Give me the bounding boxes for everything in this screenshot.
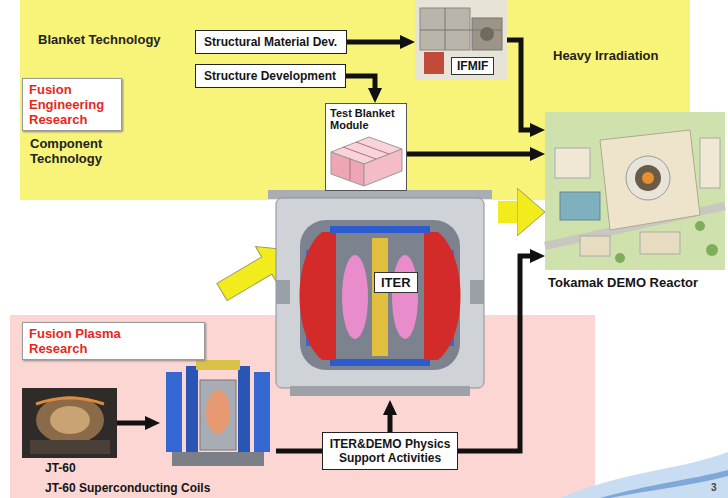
arrow-connector (407, 152, 531, 157)
slide-swoosh (560, 452, 728, 498)
category-box: Fusion Engineering Research (22, 78, 122, 131)
arrow-connector (498, 201, 518, 223)
arrow-connector (507, 40, 531, 130)
blanket-module-picture (325, 103, 407, 191)
process-box: ITER&DEMO Physics Support Activities (322, 432, 458, 470)
device-image: JT-60 Superconducting Coils (160, 356, 276, 472)
color-bands (10, 0, 690, 498)
band-heading: Blanket Technology (38, 32, 161, 47)
image-label: ITER (374, 272, 418, 293)
demo-plant-picture (545, 112, 725, 270)
connectors (117, 40, 531, 451)
process-box: Structural Material Dev. (195, 30, 347, 54)
facility-image: IFMIF (415, 0, 507, 80)
box-label: Structure Development (204, 69, 336, 83)
arrow-connector (458, 256, 531, 451)
arrow-connector (117, 421, 146, 426)
research-band: Blanket TechnologyComponent Technology Fu… (20, 0, 690, 200)
image-caption: JT-60 Superconducting Coils (45, 481, 210, 495)
category-box: Fusion Plasma Research (22, 322, 205, 360)
reactor-image: Tokamak DEMO Reactor (545, 112, 725, 270)
ifmif-picture (415, 0, 507, 80)
category-title: Fusion Engineering Research (29, 82, 115, 127)
image-label: IFMIF (451, 57, 494, 75)
arrow-connector (276, 449, 322, 454)
box-label: ITER&DEMO Physics Support Activities (327, 437, 453, 465)
arrow-connector (346, 76, 375, 89)
reactor-image: ITER (262, 188, 498, 400)
image-caption: JT-60 (45, 461, 76, 475)
iter-picture (268, 190, 492, 396)
jt60-picture (22, 388, 117, 458)
module-box: Test Blanket Module (325, 103, 407, 191)
page-number: 3 (711, 482, 717, 494)
module-title: Test Blanket Module (330, 107, 402, 131)
arrow-connector (388, 414, 393, 432)
device-image: JT-60 (22, 388, 117, 458)
band-heading: Component Technology (30, 136, 126, 166)
process-box: Structure Development (195, 64, 346, 88)
note-label: Heavy Irradiation (553, 48, 659, 63)
box-label: Structural Material Dev. (204, 35, 337, 49)
image-caption: Tokamak DEMO Reactor (548, 275, 698, 290)
category-title: Fusion Plasma Research (29, 326, 144, 356)
arrow-connector (347, 40, 401, 45)
jt60-coils-picture (166, 360, 270, 466)
